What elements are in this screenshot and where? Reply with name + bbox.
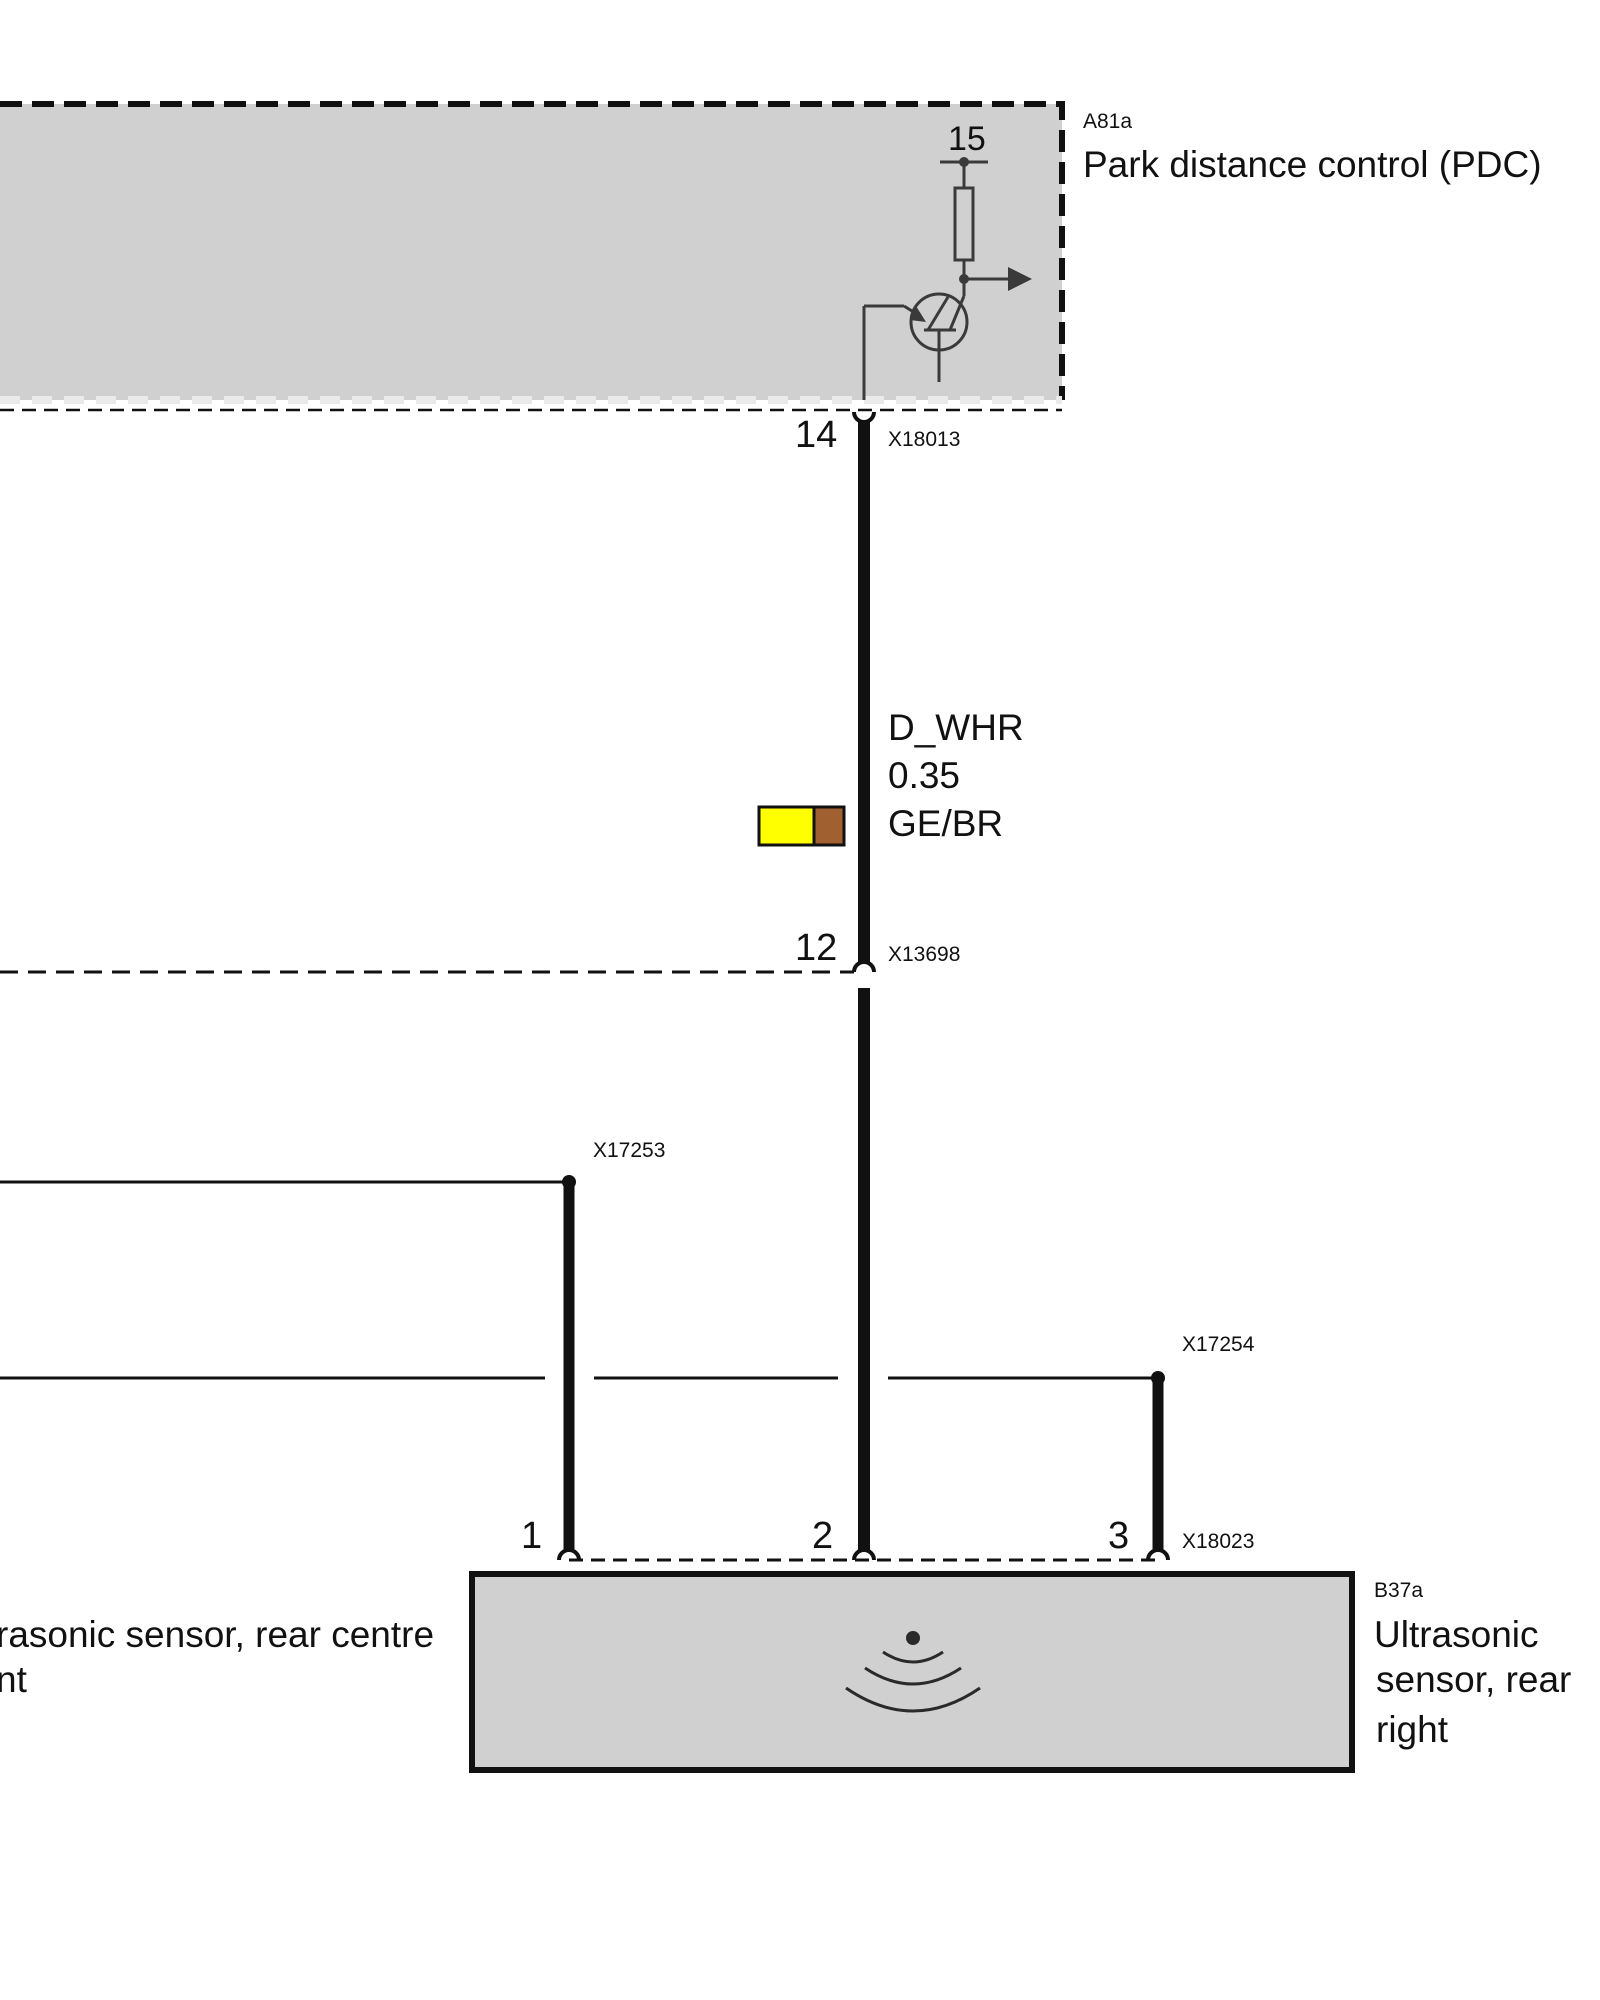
splice-left: X17253 <box>0 1139 665 1552</box>
sensor-name-line-1: Ultrasonic <box>1374 1614 1539 1655</box>
ultrasonic-wave-icon <box>845 1631 981 1713</box>
sensor-rear-right: B37a Ultrasonic sensor, rear right <box>469 1571 1571 1773</box>
sensor-pin-3: 3 <box>1108 1515 1129 1557</box>
inline-connector-pin: 12 <box>795 927 837 969</box>
pin-14-terminal <box>852 411 876 424</box>
pdc-module-body <box>0 104 1062 400</box>
sensor-pin-3-terminal <box>1146 1548 1170 1561</box>
wire-signal-name: D_WHR <box>888 707 1024 748</box>
pdc-module-id: A81a <box>1083 110 1132 133</box>
inline-connector-id: X13698 <box>888 943 960 966</box>
sensor-pin-1: 1 <box>521 1515 542 1557</box>
pdc-connector-id: X18013 <box>888 428 960 451</box>
sensor-connector-id: X18023 <box>1182 1530 1254 1553</box>
sensor-pin-2-terminal <box>852 1548 876 1561</box>
splice-left-id: X17253 <box>593 1139 665 1162</box>
wire-cross-section: 0.35 <box>888 755 960 796</box>
sensor-id: B37a <box>1374 1579 1423 1602</box>
centre-sensor-name-line-1: rasonic sensor, rear centre <box>0 1614 434 1655</box>
pdc-module: A81a Park distance control (PDC) 15 <box>0 101 1542 412</box>
resistor-icon <box>953 162 975 296</box>
transistor-icon <box>862 292 969 400</box>
sensor-pin-2: 2 <box>812 1515 833 1557</box>
sensor-pin-1-terminal <box>557 1548 581 1561</box>
pdc-module-name: Park distance control (PDC) <box>1083 144 1542 185</box>
sensor-name-line-2: sensor, rear <box>1376 1659 1571 1700</box>
splice-right: X17254 <box>0 1333 1255 1552</box>
pin-12-terminal-top <box>852 960 876 973</box>
output-pin-number: 14 <box>795 414 837 456</box>
wire-color-swatch <box>757 805 846 847</box>
splice-right-id: X17254 <box>1182 1333 1255 1356</box>
sensor-rear-centre-label: rasonic sensor, rear centre nt <box>0 1614 434 1700</box>
sensor-body <box>469 1571 1355 1773</box>
sensor-name-line-3: right <box>1376 1709 1449 1750</box>
main-wire: 14 X18013 D_WHR 0.35 GE/BR 12 X13698 <box>0 411 1024 1552</box>
pdc-module-border <box>0 101 1065 400</box>
wire-color-code: GE/BR <box>888 803 1003 844</box>
sensor-connector: 1 2 3 X18023 <box>521 1515 1254 1562</box>
centre-sensor-name-line-2: nt <box>0 1659 28 1700</box>
supply-pin-number: 15 <box>948 120 986 158</box>
output-arrow-icon <box>959 267 1032 291</box>
